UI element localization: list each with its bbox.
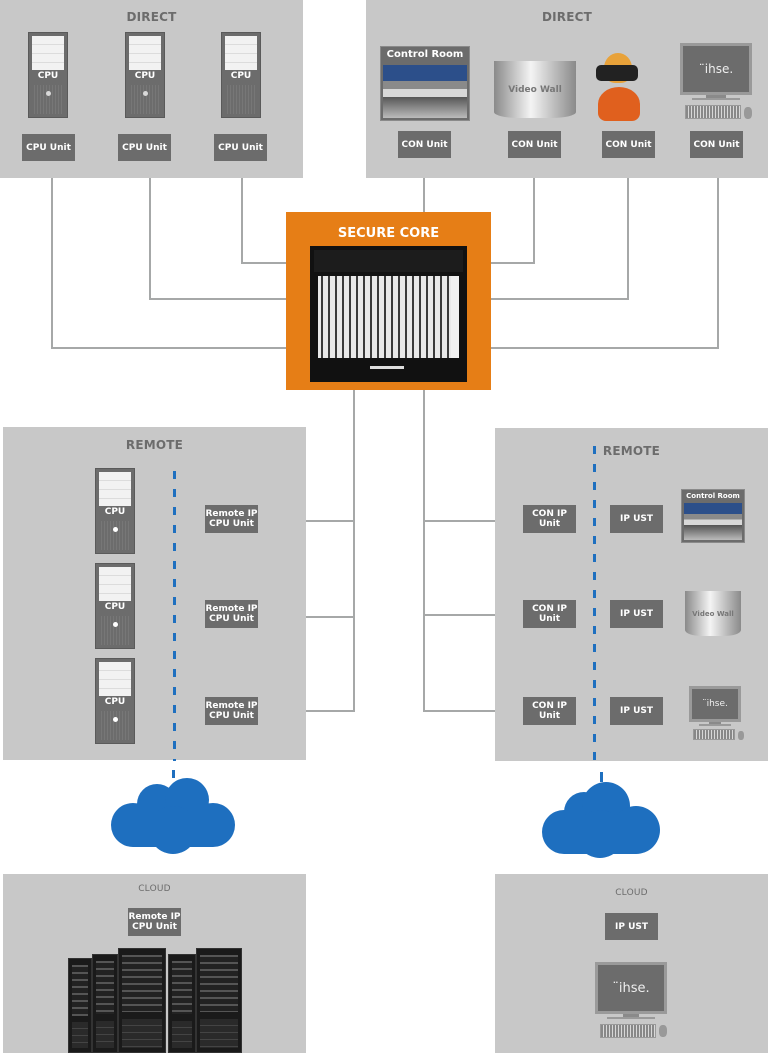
link-con4-core <box>490 347 719 349</box>
cpu-label: CPU <box>37 71 59 81</box>
panel-title: CLOUD <box>138 884 171 894</box>
cpu-unit[interactable]: CPU Unit <box>214 134 267 161</box>
control-room-image: Control Room <box>380 46 470 121</box>
panel-title: DIRECT <box>541 10 593 24</box>
link-cpu2-core <box>149 178 151 300</box>
remote-ip-cpu-unit[interactable]: Remote IP CPU Unit <box>128 908 181 936</box>
cpu-label: CPU <box>104 697 126 707</box>
link-con1-core <box>423 178 425 213</box>
device-label: Control Room <box>386 49 464 60</box>
link-remote-con2 <box>423 614 523 616</box>
link-con3-core <box>627 178 629 300</box>
cpu-tower: CPU <box>95 658 135 744</box>
matrix-switch-chassis <box>310 246 467 382</box>
remote-left-bus <box>353 389 355 712</box>
con-unit[interactable]: CON Unit <box>602 131 655 158</box>
ip-ust[interactable]: IP UST <box>610 697 663 725</box>
link-remote-cpu1 <box>258 520 355 522</box>
link-con3-core <box>490 298 629 300</box>
mouse-icon <box>744 107 752 119</box>
cpu-tower: CPU <box>95 563 135 649</box>
network-boundary-dashed <box>173 471 176 761</box>
keyboard-icon <box>685 105 741 119</box>
link-remote-cpu3 <box>258 710 355 712</box>
ip-ust[interactable]: IP UST <box>610 505 663 533</box>
panel-title: REMOTE <box>125 438 184 452</box>
link-cpu1-core <box>51 347 287 349</box>
con-ip-unit[interactable]: CON IP Unit <box>523 600 576 628</box>
cpu-label: CPU <box>230 71 252 81</box>
link-con4-core <box>717 178 719 349</box>
direct-cpu-panel: DIRECT CPU CPU CPU CPU Unit CPU Unit CPU… <box>0 0 303 178</box>
cpu-tower: CPU <box>95 468 135 554</box>
con-unit[interactable]: CON Unit <box>398 131 451 158</box>
control-room-image: Control Room <box>681 489 745 543</box>
cpu-tower: CPU <box>125 32 165 118</box>
link-remote-con3 <box>423 710 523 712</box>
link-cpu3-core <box>241 178 243 263</box>
monitor-screen: ¨ihse. <box>689 686 741 722</box>
monitor-screen: ¨ihse. <box>595 962 667 1014</box>
ip-ust[interactable]: IP UST <box>605 913 658 940</box>
power-led <box>113 717 118 722</box>
mouse-icon <box>659 1025 667 1037</box>
link-cpu2-core <box>149 298 287 300</box>
panel-title: CLOUD <box>615 888 648 898</box>
direct-con-panel: DIRECT Control Room Video Wall ¨ihse. CO… <box>366 0 768 178</box>
link-cpu1-core <box>51 178 53 349</box>
remote-cpu-panel: REMOTE CPU CPU CPU Remote IP CPU Unit Re… <box>3 427 306 761</box>
con-unit[interactable]: CON Unit <box>508 131 561 158</box>
con-ip-unit[interactable]: CON IP Unit <box>523 505 576 533</box>
keyboard-icon <box>693 729 735 740</box>
secure-core[interactable]: SECURE CORE <box>286 212 491 390</box>
remote-con-panel: REMOTE CON IP Unit CON IP Unit CON IP Un… <box>495 428 768 766</box>
remote-ip-cpu-unit[interactable]: Remote IP CPU Unit <box>205 697 258 725</box>
mouse-icon <box>738 731 744 740</box>
workstation-icon: ¨ihse. <box>680 43 756 123</box>
server-racks-image <box>68 944 248 1053</box>
cloud-icon-left <box>111 770 235 854</box>
network-boundary-dashed <box>593 446 596 766</box>
workstation-icon: ¨ihse. <box>689 686 745 744</box>
cloud-con-panel: CLOUD IP UST ¨ihse. <box>495 874 768 1053</box>
link-con2-core <box>490 262 535 264</box>
io-cards <box>318 276 453 358</box>
panel-title: REMOTE <box>602 444 661 458</box>
link-remote-con1 <box>423 520 523 522</box>
cloud-cpu-panel: CLOUD Remote IP CPU Unit <box>3 874 306 1053</box>
power-led <box>46 91 51 96</box>
cpu-unit[interactable]: CPU Unit <box>118 134 171 161</box>
link-con2-core <box>533 178 535 264</box>
keyboard-icon <box>600 1024 656 1038</box>
remote-right-bus <box>423 389 425 712</box>
cpu-unit[interactable]: CPU Unit <box>22 134 75 161</box>
power-led <box>113 622 118 627</box>
remote-ip-cpu-unit[interactable]: Remote IP CPU Unit <box>205 505 258 533</box>
link-cpu3-core <box>241 262 287 264</box>
vr-headset-user-icon <box>594 53 644 121</box>
cpu-tower: CPU <box>221 32 261 118</box>
con-unit[interactable]: CON Unit <box>690 131 743 158</box>
ip-ust[interactable]: IP UST <box>610 600 663 628</box>
cpu-label: CPU <box>104 602 126 612</box>
core-title: SECURE CORE <box>337 226 440 241</box>
monitor-screen: ¨ihse. <box>680 43 752 95</box>
video-wall-image: Video Wall <box>685 591 741 636</box>
power-led <box>113 527 118 532</box>
video-wall-image: Video Wall <box>494 61 576 118</box>
power-led <box>143 91 148 96</box>
link-remote-cpu2 <box>258 616 355 618</box>
con-ip-unit[interactable]: CON IP Unit <box>523 697 576 725</box>
cpu-tower: CPU <box>28 32 68 118</box>
cpu-label: CPU <box>104 507 126 517</box>
cpu-label: CPU <box>134 71 156 81</box>
cloud-icon-right <box>542 772 660 858</box>
panel-title: DIRECT <box>126 10 177 24</box>
remote-ip-cpu-unit[interactable]: Remote IP CPU Unit <box>205 600 258 628</box>
workstation-icon: ¨ihse. <box>595 962 673 1042</box>
device-label: Control Room <box>686 492 740 500</box>
